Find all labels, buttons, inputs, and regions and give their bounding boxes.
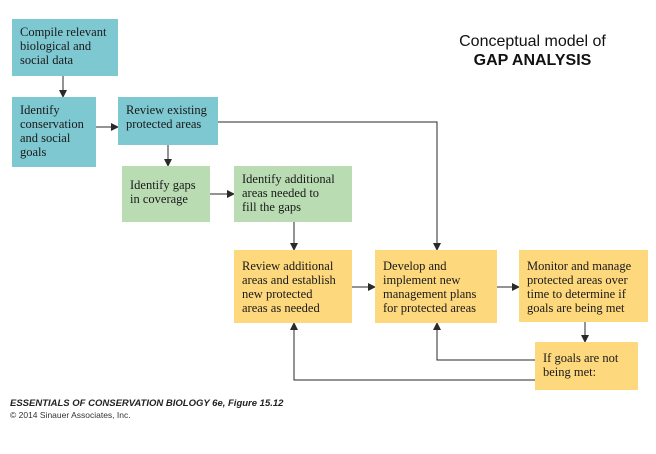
box-develop-plans: Develop and implement new management pla… <box>375 250 497 323</box>
box-review-existing: Review existing protected areas <box>118 97 218 145</box>
arrow-feedback-to-review-additional <box>290 322 535 381</box>
box-monitor: Monitor and manage protected areas over … <box>519 250 648 322</box>
box-if-goals-not-met: If goals are not being met: <box>535 342 638 390</box>
arrow-review-to-develop <box>218 121 441 251</box>
box-identify-additional: Identify additional areas needed to fill… <box>234 166 352 222</box>
arrow-feedback-to-develop <box>433 322 535 361</box>
box-compile-data: Compile relevant biological and social d… <box>12 19 118 76</box>
figure-credit: ESSENTIALS OF CONSERVATION BIOLOGY 6e, F… <box>10 398 284 409</box>
copyright-notice: © 2014 Sinauer Associates, Inc. <box>10 410 131 420</box>
box-review-additional: Review additional areas and establish ne… <box>234 250 352 323</box>
box-identify-goals: Identify conservation and social goals <box>12 97 96 167</box>
box-identify-gaps: Identify gaps in coverage <box>122 166 210 222</box>
diagram-title: Conceptual model of <box>459 33 606 50</box>
diagram-title-emphasis: GAP ANALYSIS <box>473 52 592 69</box>
